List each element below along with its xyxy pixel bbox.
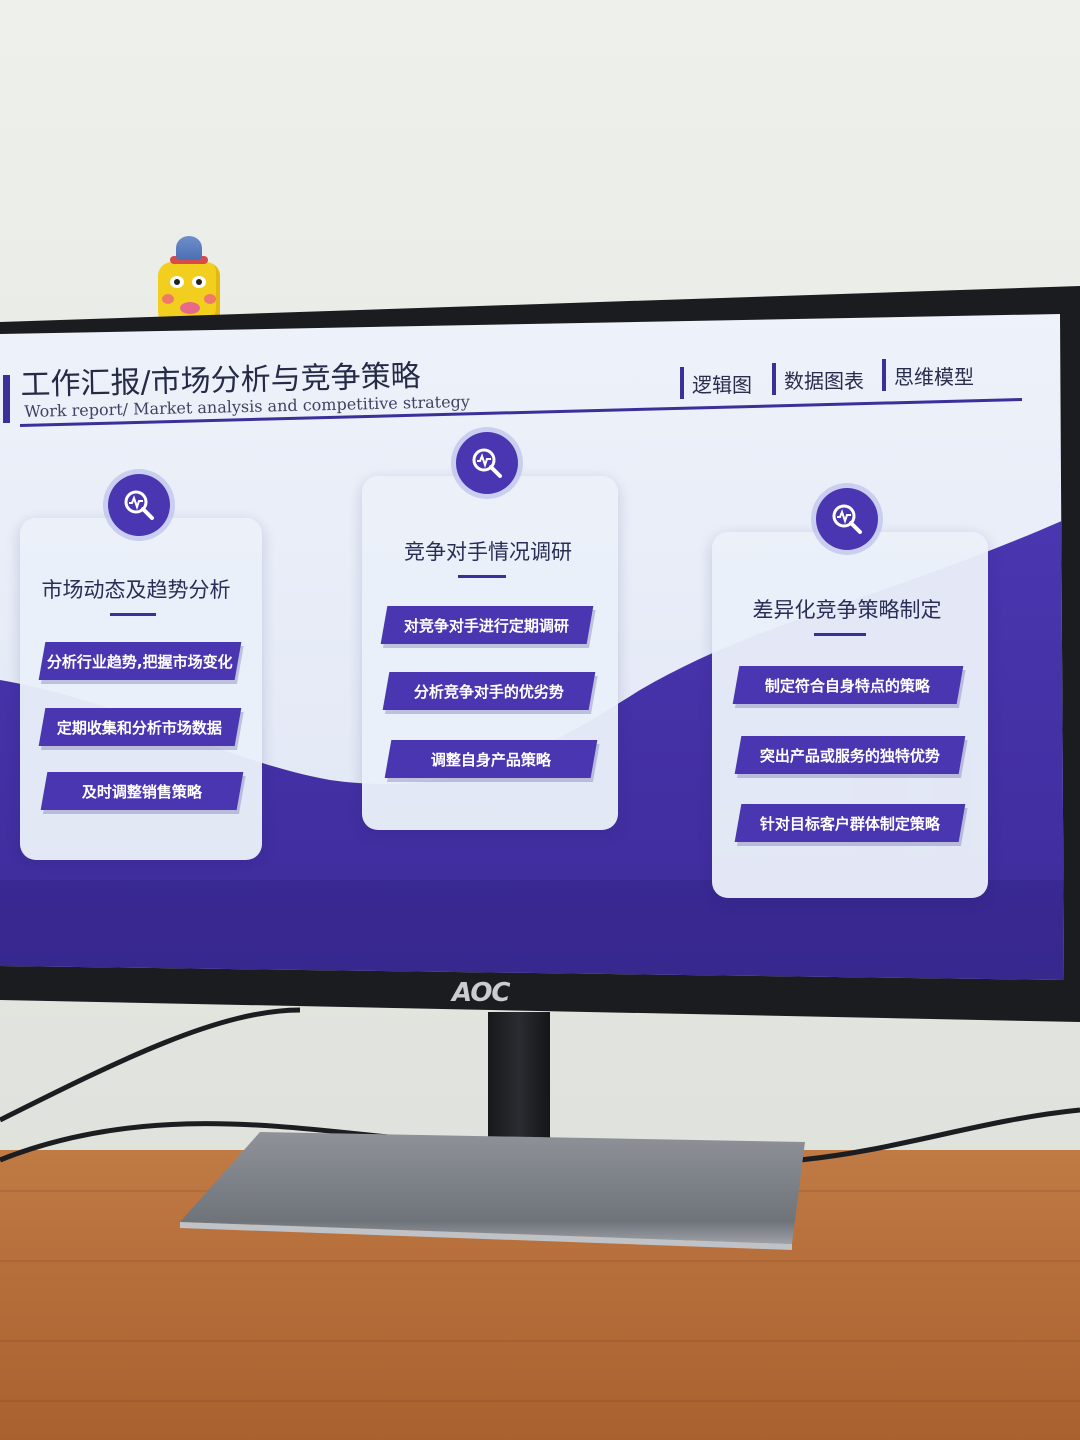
card-item: 制定符合自身特点的策略 <box>732 666 964 704</box>
card-title: 市场动态及趋势分析 <box>41 578 231 602</box>
card-item: 对竞争对手进行定期调研 <box>380 606 594 644</box>
card-item: 分析行业趋势,把握市场变化 <box>38 642 242 680</box>
nav-label: 逻辑图 <box>692 372 752 397</box>
monitor-stand-neck <box>488 1012 550 1152</box>
monitor-stand-base <box>180 1132 805 1250</box>
title-underline <box>110 613 156 616</box>
monitor: 工作汇报/市场分析与竞争策略 Work report/ Market analy… <box>0 286 1080 1022</box>
title-accent-bar <box>3 375 10 423</box>
card-title: 差异化竞争策略制定 <box>752 598 942 622</box>
nav-label: 数据图表 <box>784 368 864 393</box>
card-differentiation-strategy <box>712 532 988 898</box>
card-item: 定期收集和分析市场数据 <box>38 708 242 746</box>
card-item: 调整自身产品策略 <box>384 740 598 778</box>
magnifier-pulse-icon <box>456 432 518 494</box>
nav-item-data-charts[interactable]: 数据图表 <box>772 362 864 396</box>
title-underline <box>814 633 866 636</box>
card-item: 分析竞争对手的优劣势 <box>382 672 596 710</box>
magnifier-pulse-icon <box>816 488 878 550</box>
nav-label: 思维模型 <box>894 364 974 389</box>
card-item: 针对目标客户群体制定策略 <box>734 804 966 842</box>
brand-logo: AOC <box>452 978 511 1008</box>
card-title: 竞争对手情况调研 <box>404 540 572 564</box>
card-item: 及时调整销售策略 <box>40 772 244 810</box>
card-item: 突出产品或服务的独特优势 <box>734 736 966 774</box>
magnifier-pulse-icon <box>108 474 170 536</box>
nav-item-logic-diagram[interactable]: 逻辑图 <box>680 366 752 400</box>
nav-item-thinking-models[interactable]: 思维模型 <box>882 358 974 392</box>
title-underline <box>458 575 506 578</box>
